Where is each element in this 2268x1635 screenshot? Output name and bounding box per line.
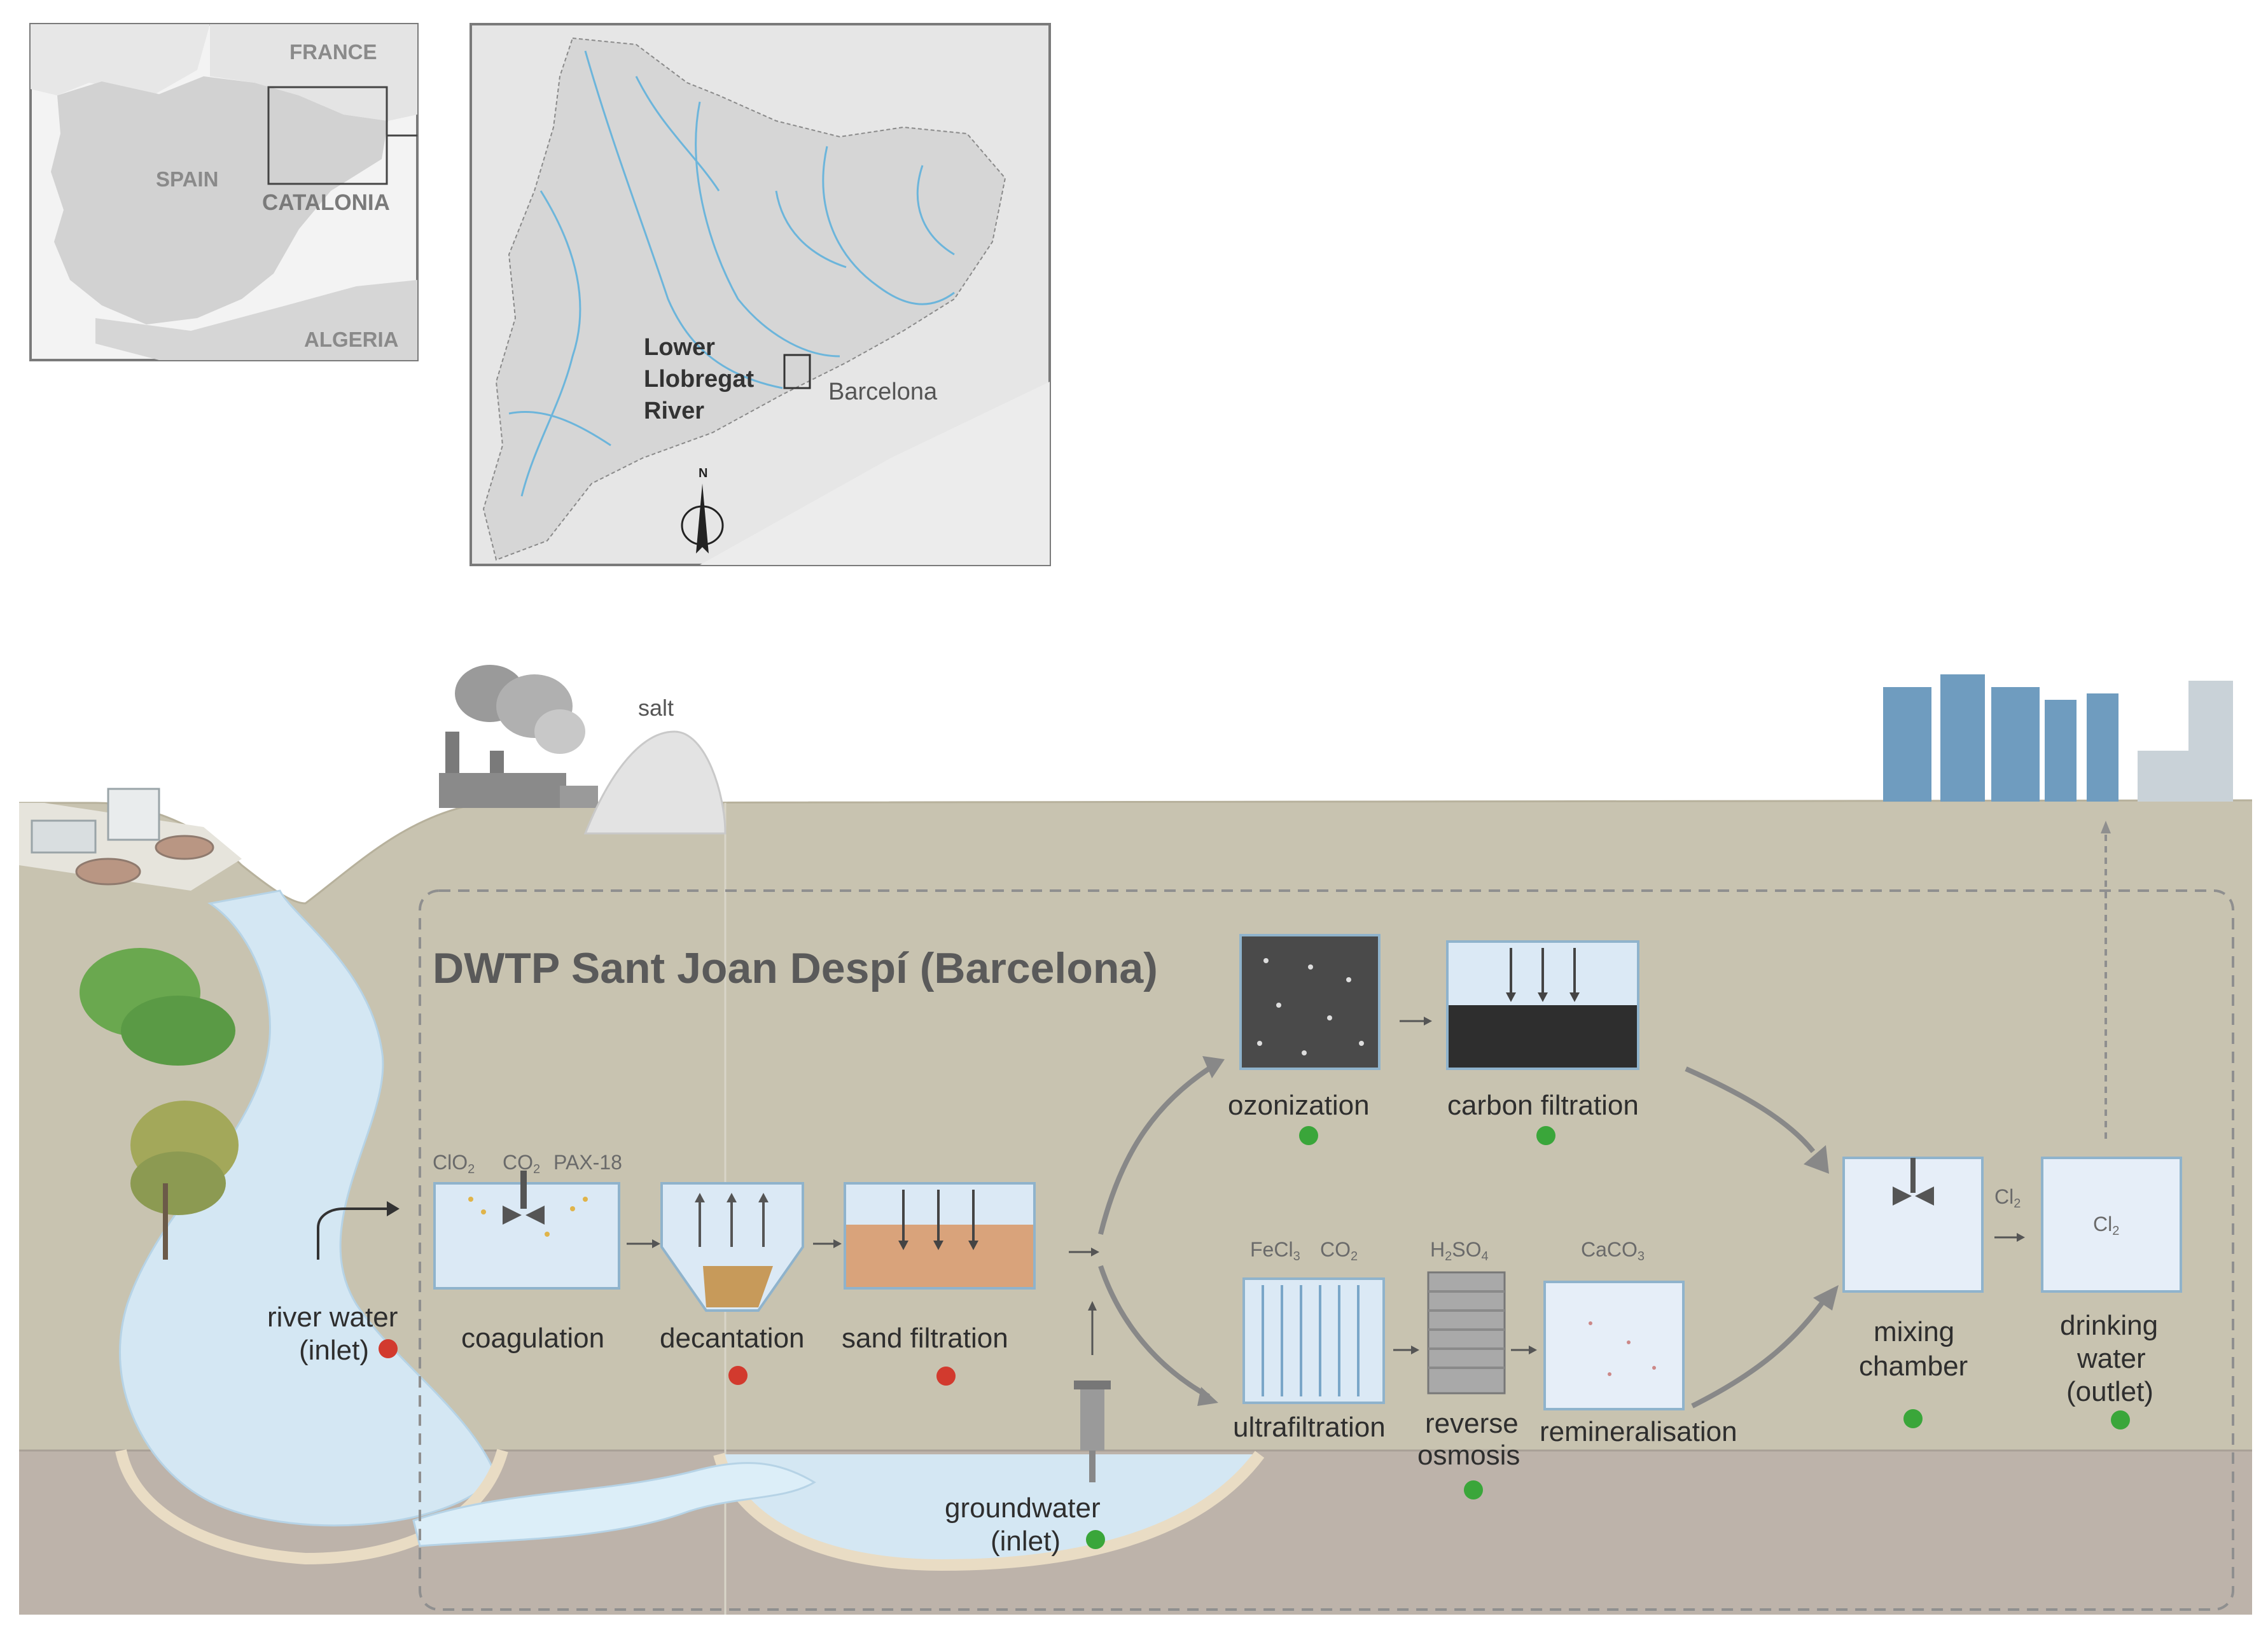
upstream-plant-icon (19, 788, 242, 891)
salt-label: salt (638, 695, 674, 721)
ozonization-label: ozonization (1228, 1090, 1370, 1121)
svg-text:Cl2: Cl2 (2093, 1213, 2119, 1238)
svg-text:Cl2: Cl2 (1994, 1185, 2021, 1211)
drinking-water-label-line1: drinking (2060, 1310, 2158, 1341)
sampling-marker-carbon-filtration (1536, 1126, 1555, 1145)
north-arrow-icon: N (681, 466, 724, 553)
river-inlet-label-line1: river water (267, 1302, 398, 1333)
drinking-water-tank: Cl2 (2041, 1157, 2182, 1293)
mixing-chamber-tank (1842, 1157, 1984, 1293)
country-label-catalonia: CATALONIA (262, 190, 390, 215)
remineralisation-tank: CaCO3 (1543, 1238, 1685, 1410)
carbon-filtration-label: carbon filtration (1447, 1090, 1639, 1121)
country-label-spain: SPAIN (156, 167, 218, 191)
sand-filtration-label: sand filtration (842, 1323, 1008, 1354)
plant-process: DWTP Sant Joan Despí (Barcelona) ClO2 CO… (267, 821, 2182, 1557)
country-label-france: FRANCE (289, 40, 377, 64)
decantation-label: decantation (660, 1323, 805, 1354)
ultrafiltration-label: ultrafiltration (1233, 1412, 1386, 1443)
svg-text:H2SO4: H2SO4 (1430, 1238, 1489, 1263)
groundwater-well-icon (1074, 1301, 1111, 1482)
city-skyline-icon (1883, 674, 2233, 802)
sampling-marker-drinking-water (2111, 1410, 2130, 1430)
plant-boundary (419, 889, 2234, 1611)
landscape: salt (19, 665, 2253, 1615)
river-label-line2: Llobregat (644, 366, 754, 393)
carbon-filtration-tank (1446, 940, 1639, 1070)
mixing-chamber-label-line2: chamber (1859, 1351, 1968, 1382)
drinking-water-label-line3: (outlet) (2066, 1376, 2153, 1407)
reverse-osmosis-label-line1: reverse (1425, 1408, 1519, 1439)
svg-text:CO2: CO2 (1320, 1238, 1358, 1263)
groundwater-label-line2: (inlet) (991, 1526, 1061, 1557)
city-label-barcelona: Barcelona (828, 379, 938, 405)
coagulation-tank: ClO2 CO2 PAX-18 (433, 1151, 622, 1290)
groundwater-label-line1: groundwater (945, 1492, 1101, 1524)
sampling-marker-river-inlet (379, 1339, 398, 1358)
river-inlet-label-line2: (inlet) (299, 1335, 369, 1366)
inset-locator-map: FRANCE SPAIN CATALONIA ALGERIA (29, 23, 419, 361)
salt-pile-icon: salt (583, 695, 727, 835)
country-label-algeria: ALGERIA (304, 328, 399, 351)
ultrafiltration-tank: FeCl3 CO2 (1242, 1238, 1385, 1404)
svg-text:CO2: CO2 (503, 1151, 540, 1176)
sand-filtration-tank (844, 1182, 1036, 1290)
svg-text:FeCl3: FeCl3 (1250, 1238, 1300, 1263)
coagulation-label: coagulation (461, 1323, 604, 1354)
ozonization-tank (1239, 934, 1381, 1070)
drinking-water-label-line2: water (2077, 1343, 2146, 1374)
svg-text:ClO2: ClO2 (433, 1151, 475, 1176)
svg-text:CaCO3: CaCO3 (1581, 1238, 1645, 1263)
decantation-tank (660, 1182, 804, 1312)
sampling-marker-reverse-osmosis (1464, 1480, 1483, 1499)
factory-icon (439, 665, 598, 808)
river-label-line1: Lower (644, 334, 715, 361)
reverse-osmosis-unit: H2SO4 (1427, 1238, 1506, 1395)
sampling-marker-sand-filtration (936, 1367, 956, 1386)
plant-title: DWTP Sant Joan Despí (Barcelona) (433, 944, 1158, 992)
svg-text:N: N (699, 466, 707, 480)
sampling-marker-ozonization (1299, 1126, 1318, 1145)
sampling-marker-mixing-chamber (1903, 1409, 1923, 1428)
mixing-chamber-label-line1: mixing (1874, 1316, 1954, 1347)
trees-icon (80, 948, 239, 1260)
remineralisation-label: remineralisation (1540, 1416, 1737, 1447)
svg-text:PAX-18: PAX-18 (553, 1151, 622, 1174)
catalonia-map: Lower Llobregat River Barcelona N (470, 23, 1051, 566)
sampling-marker-groundwater (1086, 1530, 1105, 1549)
river-label-line3: River (644, 398, 704, 424)
sampling-marker-decantation (728, 1366, 748, 1385)
reverse-osmosis-label-line2: osmosis (1417, 1440, 1520, 1471)
